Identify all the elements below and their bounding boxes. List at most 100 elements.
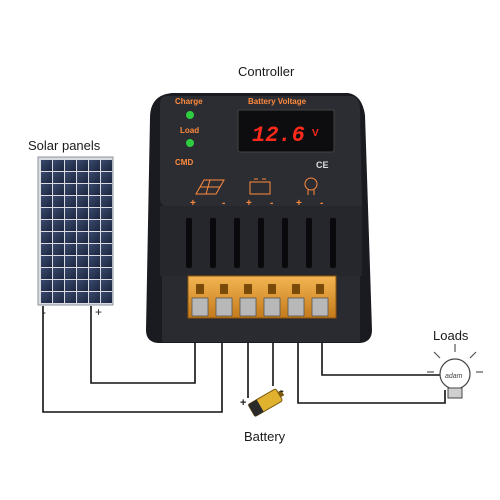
solar-cell xyxy=(101,196,112,207)
solar-cell xyxy=(65,280,76,291)
solar-cell xyxy=(41,172,52,183)
battery-icon xyxy=(249,178,271,195)
solar-cell xyxy=(65,184,76,195)
solar-cell xyxy=(77,280,88,291)
solar-cell xyxy=(101,292,112,303)
solar-cell xyxy=(53,196,64,207)
solar-cell xyxy=(77,244,88,255)
solar-cell xyxy=(101,268,112,279)
terminal-clamp xyxy=(220,284,228,294)
load-label: Load xyxy=(180,126,199,135)
terminal-clamp xyxy=(244,284,252,294)
battery-plus-mark: + xyxy=(246,198,252,209)
solar-cell xyxy=(77,292,88,303)
cmd-label: CMD xyxy=(175,158,193,167)
solar-cell xyxy=(41,220,52,231)
load-bulb: adam xyxy=(427,344,483,399)
battery-plus-terminal: + xyxy=(240,397,246,409)
solar-cell xyxy=(65,232,76,243)
solar-plus-mark: + xyxy=(190,198,196,209)
solar-panel-cells xyxy=(41,160,112,303)
vent-slot xyxy=(330,218,336,268)
solar-plus-label: + xyxy=(95,305,102,319)
terminal-block xyxy=(187,275,337,319)
terminal-clamp xyxy=(316,284,324,294)
solar-cell xyxy=(101,208,112,219)
solar-cell xyxy=(41,208,52,219)
load-plus-mark: + xyxy=(296,198,302,209)
solar-cell xyxy=(77,172,88,183)
vent-slots xyxy=(186,218,336,268)
solar-cell xyxy=(41,268,52,279)
solar-panel-icon xyxy=(195,179,225,195)
vent-slot xyxy=(210,218,216,268)
solar-cell xyxy=(41,196,52,207)
light-bulb-icon xyxy=(304,177,318,195)
solar-cell xyxy=(101,172,112,183)
solar-cell xyxy=(101,220,112,231)
solar-cell xyxy=(89,232,100,243)
solar-cell xyxy=(65,220,76,231)
vent-slot xyxy=(258,218,264,268)
solar-cell xyxy=(89,172,100,183)
vent-slot xyxy=(282,218,288,268)
battery-voltage-title: Battery Voltage xyxy=(248,97,307,106)
solar-cell xyxy=(41,280,52,291)
solar-minus-mark: - xyxy=(222,198,225,209)
solar-cell xyxy=(89,280,100,291)
load-led xyxy=(186,139,194,147)
solar-cell xyxy=(41,292,52,303)
terminal-screws xyxy=(191,284,329,317)
terminal-screw xyxy=(311,297,329,317)
terminal-clamp xyxy=(292,284,300,294)
wire-solar-minus xyxy=(42,306,223,413)
solar-cell xyxy=(41,160,52,171)
solar-panels-label: Solar panels xyxy=(28,138,101,153)
load-minus-mark: - xyxy=(320,198,323,209)
solar-cell xyxy=(77,232,88,243)
solar-minus-label: - xyxy=(42,305,46,319)
solar-cell xyxy=(77,220,88,231)
solar-cell xyxy=(89,292,100,303)
solar-cell xyxy=(89,268,100,279)
solar-cell xyxy=(65,172,76,183)
charge-label: Charge xyxy=(175,97,203,106)
battery-minus-terminal: - xyxy=(280,385,284,397)
solar-cell xyxy=(77,268,88,279)
solar-cell xyxy=(89,220,100,231)
solar-cell xyxy=(53,280,64,291)
solar-cell xyxy=(101,256,112,267)
terminal-screw xyxy=(239,297,257,317)
wire-solar-plus xyxy=(90,306,196,384)
solar-cell xyxy=(89,208,100,219)
solar-cell xyxy=(77,256,88,267)
vent-slot xyxy=(306,218,312,268)
solar-cell xyxy=(53,292,64,303)
controller-label: Controller xyxy=(238,64,295,79)
voltage-display xyxy=(237,109,335,153)
solar-cell xyxy=(53,220,64,231)
wires xyxy=(42,306,446,413)
solar-cell xyxy=(89,196,100,207)
solar-cell xyxy=(53,208,64,219)
solar-cell xyxy=(53,232,64,243)
battery-label: Battery xyxy=(244,429,286,444)
solar-cell xyxy=(89,244,100,255)
solar-cell xyxy=(101,160,112,171)
solar-cell xyxy=(41,232,52,243)
solar-cell xyxy=(41,184,52,195)
solar-cell xyxy=(77,184,88,195)
solar-cell xyxy=(53,268,64,279)
battery-minus-mark: - xyxy=(270,198,273,209)
solar-cell xyxy=(89,160,100,171)
ce-mark: CE xyxy=(316,160,329,170)
battery: + - xyxy=(240,385,285,417)
solar-cell xyxy=(65,256,76,267)
terminal-clamp xyxy=(196,284,204,294)
solar-cell xyxy=(89,256,100,267)
solar-cell xyxy=(89,184,100,195)
wire-load-minus xyxy=(297,343,446,404)
vent-slot xyxy=(186,218,192,268)
terminal-screw xyxy=(287,297,305,317)
